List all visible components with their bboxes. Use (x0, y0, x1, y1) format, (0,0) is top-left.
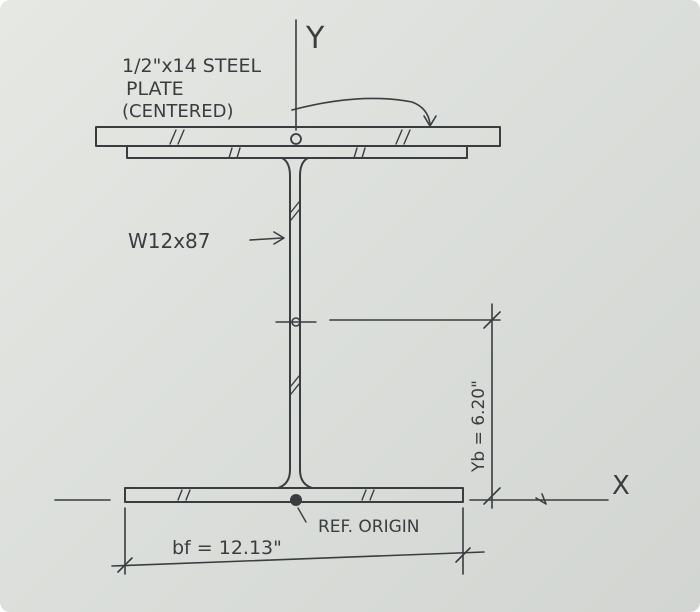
plate-leader-arrow (291, 97, 431, 125)
yb-tick-bottom (483, 487, 501, 505)
y-axis-label: Y (305, 21, 325, 56)
beam-label: W12x87 (128, 229, 211, 253)
beam-label-arrowhead (273, 231, 285, 245)
plate-label-line2: PLATE (126, 78, 184, 100)
bf-dimension-label: bf = 12.13" (172, 537, 282, 559)
yb-tick-top (483, 311, 501, 329)
plate-centroid-mark (290, 133, 302, 145)
ref-origin-label: REF. ORIGIN (318, 517, 420, 537)
plate-leader-arrowhead (423, 115, 437, 127)
plate-label-line1: 1/2"x14 STEEL (122, 55, 261, 77)
origin-dot (290, 494, 302, 506)
yb-dimension-label: Yb = 6.20" (469, 380, 489, 473)
ref-origin-leader (297, 507, 307, 523)
x-axis-tick (535, 493, 547, 505)
bf-tick-left (117, 557, 133, 573)
hatch-marks (169, 129, 411, 501)
top-flange (126, 145, 468, 159)
bf-tick-right (455, 547, 471, 563)
beam-label-arrow (249, 237, 283, 241)
x-axis-label: X (612, 471, 630, 501)
bf-dimension-line (111, 551, 485, 567)
plate-label-line3: (CENTERED) (122, 101, 234, 122)
